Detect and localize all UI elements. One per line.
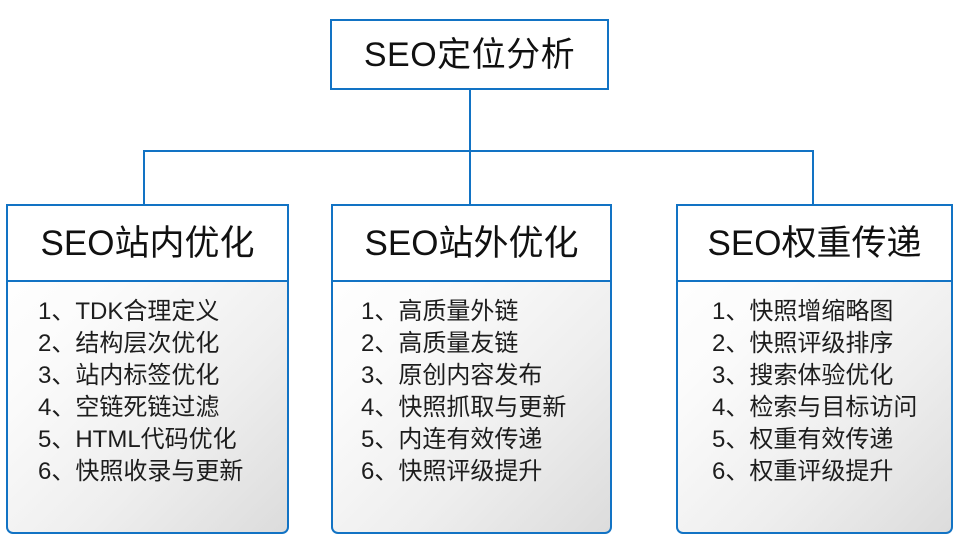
list-item: 4、空链死链过滤 [38,394,220,421]
branch-item-list-1: 1、TDK合理定义 2、结构层次优化 3、站内标签优化 4、空链死链过滤 5、H… [8,296,287,488]
branch-column-3: SEO权重传递 1、快照增缩略图 2、快照评级排序 3、搜索体验优化 4、检索与… [676,204,953,534]
root-node-title: SEO定位分析 [363,35,576,74]
branch-title-3: SEO权重传递 [707,223,922,263]
branch-header-1[interactable]: SEO站内优化 [6,204,289,282]
list-item: 4、检索与目标访问 [712,394,918,421]
list-item: 5、内连有效传递 [361,426,543,453]
branch-header-2[interactable]: SEO站外优化 [331,204,612,282]
branch-column-1: SEO站内优化 1、TDK合理定义 2、结构层次优化 3、站内标签优化 4、空链… [6,204,289,534]
list-item: 2、结构层次优化 [38,330,220,357]
list-item: 3、搜索体验优化 [712,362,894,389]
list-item: 5、权重有效传递 [712,426,894,453]
branch-title-1: SEO站内优化 [40,223,255,263]
branch-item-list-2: 1、高质量外链 2、高质量友链 3、原创内容发布 4、快照抓取与更新 5、内连有… [333,296,610,488]
branch-title-2: SEO站外优化 [364,223,579,263]
list-item: 2、快照评级排序 [712,330,894,357]
branch-header-3[interactable]: SEO权重传递 [676,204,953,282]
branch-body-3: 1、快照增缩略图 2、快照评级排序 3、搜索体验优化 4、检索与目标访问 5、权… [676,282,953,534]
list-item: 6、权重评级提升 [712,458,894,485]
branch-body-1: 1、TDK合理定义 2、结构层次优化 3、站内标签优化 4、空链死链过滤 5、H… [6,282,289,534]
list-item: 2、高质量友链 [361,330,519,357]
list-item: 6、快照收录与更新 [38,458,244,485]
list-item: 1、高质量外链 [361,298,519,325]
list-item: 5、HTML代码优化 [38,426,237,453]
root-node[interactable]: SEO定位分析 [330,19,609,90]
branch-column-2: SEO站外优化 1、高质量外链 2、高质量友链 3、原创内容发布 4、快照抓取与… [331,204,612,534]
list-item: 3、原创内容发布 [361,362,543,389]
list-item: 1、快照增缩略图 [712,298,894,325]
list-item: 6、快照评级提升 [361,458,543,485]
list-item: 1、TDK合理定义 [38,298,220,325]
branch-body-2: 1、高质量外链 2、高质量友链 3、原创内容发布 4、快照抓取与更新 5、内连有… [331,282,612,534]
list-item: 4、快照抓取与更新 [361,394,567,421]
list-item: 3、站内标签优化 [38,362,220,389]
branch-item-list-3: 1、快照增缩略图 2、快照评级排序 3、搜索体验优化 4、检索与目标访问 5、权… [678,296,951,488]
